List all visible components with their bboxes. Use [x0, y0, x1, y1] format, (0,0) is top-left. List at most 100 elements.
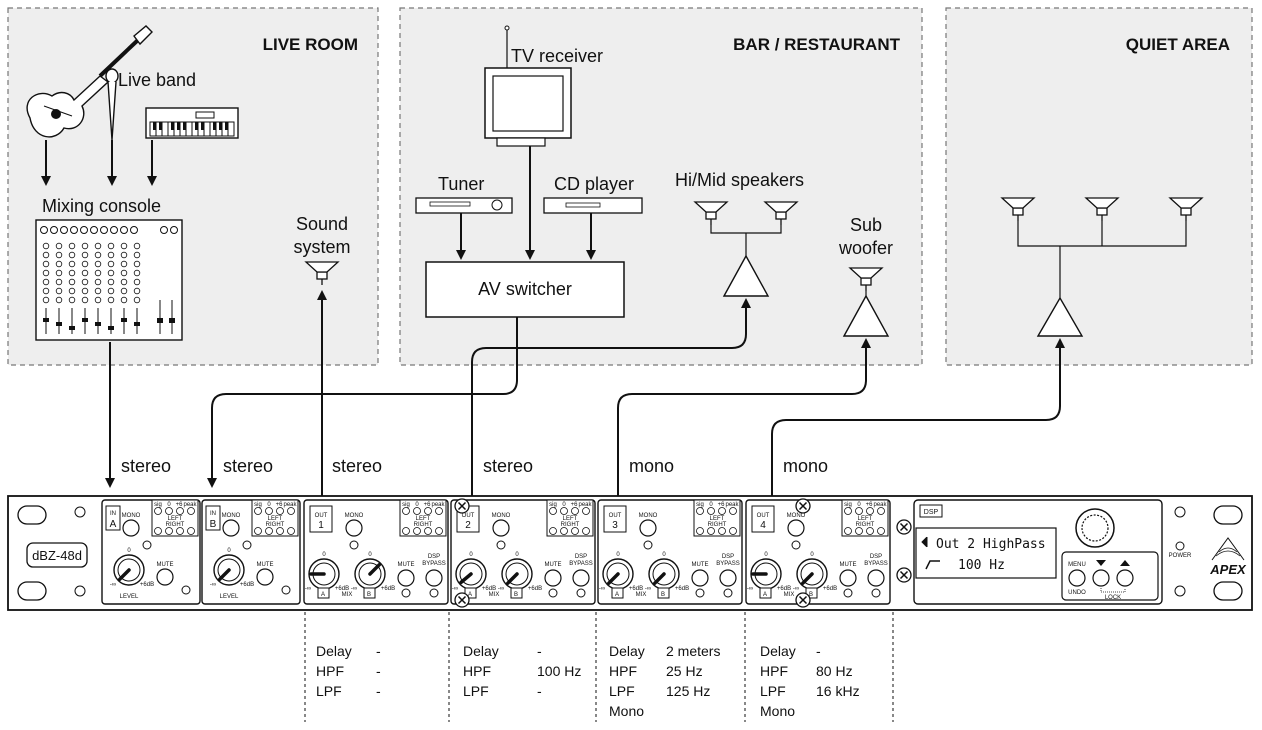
- model-badge: [26, 542, 88, 568]
- mute-button[interactable]: [256, 568, 274, 586]
- meter-scale-label: +6: [176, 502, 184, 508]
- dsp-label: DSP: [575, 554, 587, 560]
- mute-label: MUTE: [840, 562, 857, 568]
- meter-right-label: RIGHT: [414, 522, 433, 528]
- mix-knob-b[interactable]: [354, 558, 386, 590]
- mix-label: MIX: [636, 592, 647, 598]
- mono-button[interactable]: [492, 519, 510, 537]
- led: [843, 588, 853, 598]
- up-button[interactable]: [1116, 569, 1134, 587]
- zone-quiet-area: QUIET AREA: [945, 7, 1253, 366]
- meter-led: [265, 507, 273, 515]
- sound-system-label-1: Sound: [296, 214, 348, 234]
- settings-label: LPF: [760, 683, 786, 699]
- mono-button[interactable]: [639, 519, 657, 537]
- cd-player-label: CD player: [554, 174, 634, 194]
- settings-value: 100 Hz: [537, 663, 581, 679]
- meter-led: [276, 527, 284, 535]
- mix-knob-a[interactable]: [308, 558, 340, 590]
- meter-scale-label: peak: [283, 502, 297, 508]
- knob-min-label: -∞: [351, 586, 357, 592]
- mute-label: MUTE: [692, 562, 709, 568]
- mix-knob-a[interactable]: [602, 558, 634, 590]
- knob-max-label: +6dB: [240, 582, 254, 588]
- knob-max-label: +6dB: [528, 586, 542, 592]
- dsp-bypass-button[interactable]: [425, 569, 443, 587]
- meter-led: [729, 527, 737, 535]
- meter-left-label: LEFT: [563, 516, 578, 522]
- down-button[interactable]: [1092, 569, 1110, 587]
- zone-live-room-title: LIVE ROOM: [263, 35, 358, 54]
- knob-a-label: A: [763, 592, 767, 598]
- mix-knob-b[interactable]: [501, 558, 533, 590]
- hi-mid-speakers-icon: [694, 201, 798, 297]
- mute-button[interactable]: [691, 569, 709, 587]
- settings-value: -: [376, 663, 381, 679]
- tv-receiver-icon: [484, 25, 572, 147]
- knob-a-label: A: [321, 592, 325, 598]
- meter-led: [560, 527, 568, 535]
- knob-min-label: -∞: [793, 586, 799, 592]
- mix-knob-a[interactable]: [750, 558, 782, 590]
- mute-button[interactable]: [156, 568, 174, 586]
- wire-out4-quiet: [771, 338, 1065, 496]
- mono-label: MONO: [122, 513, 141, 519]
- mute-button[interactable]: [544, 569, 562, 587]
- power-indicator: POWER: [1169, 541, 1192, 559]
- dsp-bypass-button[interactable]: [719, 569, 737, 587]
- tv-receiver-label: TV receiver: [511, 46, 603, 66]
- channel-label-in-b: stereo: [223, 456, 273, 476]
- out-number-label: 1: [318, 520, 324, 531]
- level-knob[interactable]: [213, 554, 245, 586]
- knob-max-label: +6dB: [335, 586, 349, 592]
- mono-button[interactable]: [787, 519, 805, 537]
- meter-scale-label: +6: [866, 502, 874, 508]
- level-knob[interactable]: [113, 554, 145, 586]
- menu-button[interactable]: [1068, 569, 1086, 587]
- meter-scale-label: 0: [415, 502, 419, 508]
- meter-led: [265, 527, 273, 535]
- led: [281, 585, 291, 595]
- meter-left-label: LEFT: [858, 516, 873, 522]
- knob-max-label: +6dB: [629, 586, 643, 592]
- led: [548, 588, 558, 598]
- knob-zero-label: 0: [515, 552, 519, 558]
- jog-wheel[interactable]: [1075, 508, 1115, 548]
- mute-button[interactable]: [397, 569, 415, 587]
- mono-button[interactable]: [345, 519, 363, 537]
- bypass-label: BYPASS: [422, 561, 446, 567]
- meter-led: [176, 507, 184, 515]
- input-id-label: IN: [110, 511, 116, 517]
- settings-label: HPF: [316, 663, 344, 679]
- bypass-label: BYPASS: [864, 561, 888, 567]
- meter-led: [254, 527, 262, 535]
- mix-knob-a[interactable]: [455, 558, 487, 590]
- meter-scale-label: peak: [725, 502, 739, 508]
- screw-x-icon: [454, 498, 470, 514]
- dsp-bypass-button[interactable]: [572, 569, 590, 587]
- mono-label: MONO: [787, 513, 806, 519]
- mono-button[interactable]: [222, 519, 240, 537]
- dsp-bypass-button[interactable]: [867, 569, 885, 587]
- settings-label: Mono: [760, 703, 795, 719]
- power-label: POWER: [1169, 553, 1192, 559]
- led: [142, 540, 152, 550]
- knob-zero-label: 0: [764, 552, 768, 558]
- mix-knob-b[interactable]: [796, 558, 828, 590]
- settings-label: HPF: [760, 663, 788, 679]
- settings-label: LPF: [609, 683, 635, 699]
- lcd-line-1: Out 2 HighPass: [936, 537, 1046, 552]
- meter-led: [696, 527, 704, 535]
- meter-scale-label: +6: [424, 502, 432, 508]
- mix-label: MIX: [784, 592, 795, 598]
- mix-label: MIX: [342, 592, 353, 598]
- mute-button[interactable]: [839, 569, 857, 587]
- meter-scale-label: peak: [183, 502, 197, 508]
- mix-knob-b[interactable]: [648, 558, 680, 590]
- mono-button[interactable]: [122, 519, 140, 537]
- knob-b-label: B: [661, 592, 665, 598]
- live-band-label: Live band: [118, 70, 196, 90]
- meter-led: [718, 507, 726, 515]
- out-label: OUT: [315, 513, 328, 519]
